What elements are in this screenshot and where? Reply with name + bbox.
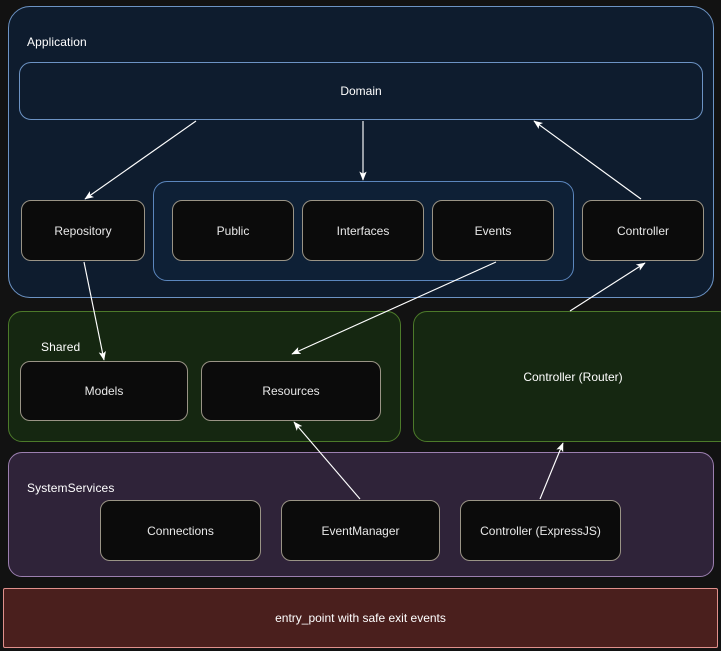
node-events-label: Events — [474, 223, 512, 238]
node-models-label: Models — [84, 384, 124, 398]
node-domain-label: Domain — [340, 84, 382, 98]
node-events[interactable]: Events — [432, 200, 554, 261]
group-entry-point[interactable]: entry_point with safe exit events — [3, 588, 718, 648]
node-controller-expressjs-label: Controller (ExpressJS) — [480, 523, 601, 538]
group-systemservices-label: SystemServices — [27, 481, 115, 495]
node-public-label: Public — [216, 223, 250, 238]
group-shared-label: Shared — [41, 340, 81, 354]
node-connections-label: Connections — [147, 523, 214, 538]
node-interfaces[interactable]: Interfaces — [302, 200, 424, 261]
node-repository[interactable]: Repository — [21, 200, 145, 261]
node-eventmanager-label: EventManager — [321, 523, 400, 538]
node-eventmanager[interactable]: EventManager — [281, 500, 440, 561]
node-resources-label: Resources — [262, 384, 320, 398]
node-repository-label: Repository — [54, 223, 112, 238]
group-application-label: Application — [27, 35, 87, 49]
group-controller-router-label: Controller (Router) — [523, 369, 623, 384]
node-public[interactable]: Public — [172, 200, 294, 261]
node-controller[interactable]: Controller — [582, 200, 704, 261]
node-domain[interactable]: Domain — [19, 62, 703, 120]
node-connections[interactable]: Connections — [100, 500, 261, 561]
group-entry-point-label: entry_point with safe exit events — [275, 611, 446, 625]
group-controller-router[interactable]: Controller (Router) — [413, 311, 721, 442]
node-controller-label: Controller — [616, 223, 670, 238]
node-resources[interactable]: Resources — [201, 361, 381, 421]
node-controller-expressjs[interactable]: Controller (ExpressJS) — [460, 500, 621, 561]
node-interfaces-label: Interfaces — [336, 223, 390, 238]
node-models[interactable]: Models — [20, 361, 188, 421]
